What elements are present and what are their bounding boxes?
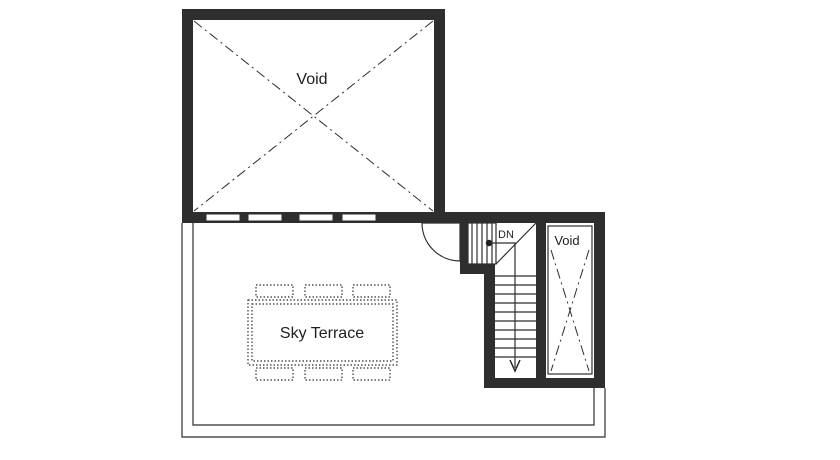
stair-block-walls xyxy=(445,212,605,388)
dining-table xyxy=(247,299,398,366)
chair xyxy=(304,284,343,298)
door-swing xyxy=(421,222,461,262)
stair-dn-label: DN xyxy=(498,229,514,241)
void-side-label: Void xyxy=(554,233,579,248)
terrace-label: Sky Terrace xyxy=(280,325,364,342)
chair xyxy=(352,367,391,381)
chair xyxy=(304,367,343,381)
dining-set xyxy=(247,284,398,381)
void-cross-lines xyxy=(193,20,434,212)
void-room-walls xyxy=(182,9,445,223)
void-windows xyxy=(205,213,377,222)
void-main-label: Void xyxy=(296,71,327,88)
chair xyxy=(352,284,391,298)
side-void xyxy=(547,225,593,375)
stair-direction-arrow xyxy=(485,239,521,373)
chair xyxy=(255,367,294,381)
chair xyxy=(255,284,294,298)
stair-landing-line xyxy=(495,222,537,265)
terrace-outline xyxy=(181,223,606,438)
